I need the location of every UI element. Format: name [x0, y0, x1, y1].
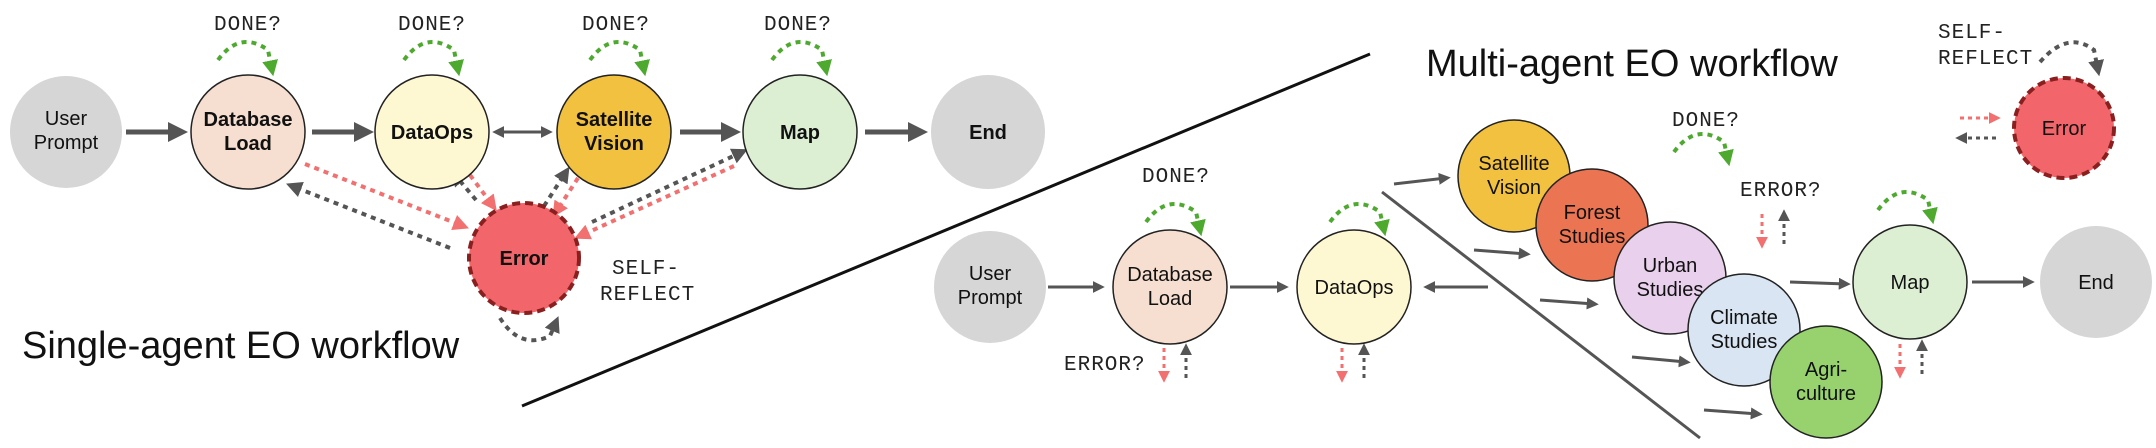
- svg-text:Studies: Studies: [1559, 226, 1626, 248]
- arrow-to-climate: [1631, 355, 1691, 368]
- arrow-database-to-error: [304, 162, 469, 230]
- svg-text:Error: Error: [2042, 118, 2087, 140]
- svg-text:Prompt: Prompt: [958, 287, 1023, 309]
- node-map-multi: Map: [1852, 224, 1968, 340]
- svg-text:Database: Database: [1127, 264, 1213, 286]
- svg-text:Database: Database: [204, 109, 293, 131]
- legend-error-node: Error: [2012, 76, 2116, 180]
- node-user-prompt: User Prompt: [10, 76, 122, 188]
- legend-self-reflect-label-2: REFLECT: [1938, 48, 2033, 71]
- svg-text:Studies: Studies: [1637, 279, 1704, 301]
- svg-text:Vision: Vision: [1487, 177, 1541, 199]
- svg-text:End: End: [2078, 272, 2114, 294]
- arrow-dataops-to-error: [468, 173, 497, 212]
- svg-text:Error: Error: [500, 248, 549, 270]
- svg-text:culture: culture: [1796, 383, 1856, 405]
- node-end: End: [931, 75, 1045, 189]
- node-end-multi: End: [2040, 226, 2152, 338]
- arrow-error-to-satellite: [542, 166, 570, 208]
- svg-text:Load: Load: [224, 133, 272, 155]
- self-reflect-loop-arrow: [498, 316, 560, 343]
- svg-text:Forest: Forest: [1564, 202, 1621, 224]
- node-agriculture: Agri- culture: [1769, 325, 1883, 439]
- node-dataops-multi: DataOps: [1296, 229, 1412, 345]
- done-loop-database: [216, 40, 278, 77]
- arrow-satellite-to-error: [552, 176, 580, 218]
- arrow-agents-to-map: [1789, 277, 1851, 290]
- done-label-agents-multi: DONE?: [1672, 110, 1740, 133]
- done-loop-database-multi: [1144, 202, 1206, 237]
- svg-text:End: End: [969, 122, 1007, 144]
- svg-text:Satellite: Satellite: [1478, 153, 1549, 175]
- arrow-error-to-map: [591, 148, 748, 224]
- done-label-map: DONE?: [764, 14, 832, 37]
- svg-text:Climate: Climate: [1710, 307, 1778, 329]
- legend: SELF- REFLECT Error: [1938, 22, 2116, 180]
- single-agent-workflow: DONE? DONE? DONE? DONE? User Prompt Data…: [10, 14, 1045, 367]
- arrow-to-satellite: [1393, 172, 1451, 186]
- agents-slash-line: [1381, 190, 1701, 440]
- arrow-to-urban: [1539, 297, 1599, 310]
- done-loop-map: [770, 40, 832, 77]
- done-label-dataops: DONE?: [398, 14, 466, 37]
- done-label-database-multi: DONE?: [1142, 166, 1210, 189]
- arrow-map-to-error: [574, 164, 735, 240]
- single-agent-title: Single-agent EO workflow: [22, 325, 460, 367]
- multi-agent-workflow: Multi-agent EO workflow DONE? DONE? ERRO…: [934, 43, 2152, 440]
- done-loop-dataops: [402, 40, 464, 77]
- done-loop-dataops-multi: [1328, 202, 1390, 237]
- arrow-to-forest: [1473, 247, 1531, 260]
- node-error: Error: [467, 201, 581, 315]
- svg-text:User: User: [969, 263, 1012, 285]
- svg-text:Vision: Vision: [584, 133, 644, 155]
- svg-text:Studies: Studies: [1711, 331, 1778, 353]
- done-label-database: DONE?: [214, 14, 282, 37]
- legend-self-reflect-label: SELF-: [1938, 22, 2006, 45]
- svg-text:Agri-: Agri-: [1805, 359, 1847, 381]
- node-database-load: Database Load: [190, 74, 306, 190]
- done-loop-agents-multi: [1672, 132, 1734, 167]
- svg-text:Prompt: Prompt: [34, 132, 99, 154]
- svg-text:User: User: [45, 108, 88, 130]
- node-satellite-vision: Satellite Vision: [556, 74, 672, 190]
- svg-text:Urban: Urban: [1643, 255, 1697, 277]
- svg-text:Load: Load: [1148, 288, 1193, 310]
- node-dataops: DataOps: [374, 74, 490, 190]
- done-loop-satellite: [588, 40, 650, 77]
- error-label-database: ERROR?: [1064, 354, 1146, 377]
- done-loop-map-multi: [1876, 190, 1938, 225]
- node-climate-studies: Climate Studies: [1687, 273, 1801, 387]
- multi-agent-title: Multi-agent EO workflow: [1426, 43, 1838, 85]
- node-user-prompt-multi: User Prompt: [934, 231, 1046, 343]
- self-reflect-label: SELF-: [612, 258, 680, 281]
- arrow-to-agriculture: [1703, 407, 1763, 420]
- svg-text:Map: Map: [780, 122, 820, 144]
- svg-text:DataOps: DataOps: [391, 122, 473, 144]
- self-reflect-label-2: REFLECT: [600, 284, 695, 307]
- section-divider: [521, 52, 1371, 408]
- arrow-error-to-database: [286, 182, 451, 250]
- done-label-satellite: DONE?: [582, 14, 650, 37]
- error-label-agents: ERROR?: [1740, 180, 1822, 203]
- legend-self-reflect-loop: [2038, 40, 2104, 77]
- svg-text:DataOps: DataOps: [1315, 277, 1394, 299]
- node-map: Map: [742, 74, 858, 190]
- node-database-load-multi: Database Load: [1112, 229, 1228, 345]
- svg-text:Satellite: Satellite: [576, 109, 653, 131]
- svg-text:Map: Map: [1891, 272, 1930, 294]
